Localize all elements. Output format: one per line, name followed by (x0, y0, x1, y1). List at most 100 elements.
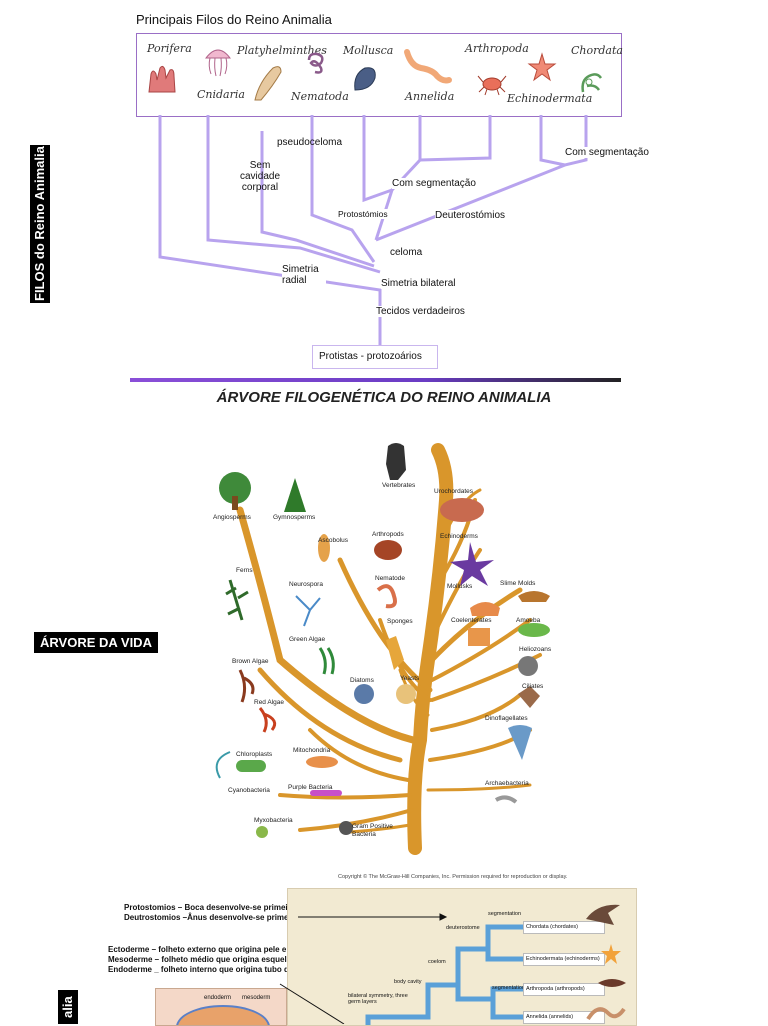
tree-label-arthropods: Arthropods (372, 531, 404, 538)
myxobacteria-icon (256, 826, 268, 838)
phylum-mollusca: Mollusca (343, 44, 394, 57)
tree-label-amoeba: Amoeba (516, 617, 541, 624)
clado-label-deuterostome: deuterostome (446, 925, 480, 931)
phyla-illustration-box: Porifera Cnidaria Platyhelminthes Nemato… (136, 33, 623, 117)
tree-label-mitochondria: Mitochondria (293, 747, 331, 754)
ciliate-icon (518, 686, 540, 708)
tree-of-life (215, 443, 550, 855)
chloroplast-icon (236, 760, 266, 772)
sponge-icon (148, 65, 176, 93)
note-folhetos-line1: Ectoderme – folheto externo que origina … (108, 945, 339, 954)
tunicate-icon (581, 73, 603, 93)
node-simetria-radial: Simetria radial (282, 264, 326, 286)
neurospora-icon (295, 595, 321, 627)
tree-label-cyanobacteria: Cyanobacteria (228, 787, 270, 794)
taxon-echinodermata: Echinodermata (echinoderms) (523, 953, 605, 966)
node-simetria-radial-text: Simetria radial (282, 264, 319, 286)
main-heading: ÁRVORE FILOGENÉTICA DO REINO ANIMALIA (216, 389, 552, 406)
embryo-label-mesoderm: mesoderm (242, 995, 271, 1001)
tree-label-green-algae: Green Algae (289, 636, 326, 643)
starfish-icon (527, 52, 557, 82)
embryo-panel: endoderm mesoderm (155, 988, 287, 1026)
node-com-segmentacao-1: Com segmentação (392, 178, 476, 189)
tree-label-diatoms: Diatoms (350, 677, 374, 684)
echinoderm-icon (450, 542, 494, 586)
tree-label-gram-positive-text: Gram Positive Bacteria (352, 823, 393, 838)
tree-label-heliozoans: Heliozoans (519, 646, 552, 653)
cyanobacteria-icon (215, 751, 231, 779)
note-protostomios-line1: Protostomios – Boca desenvolve-se primei… (124, 903, 296, 912)
archaebacteria-icon (494, 795, 518, 804)
note-protostomios-line2: Deutrostomios –Ânus desenvolve-se primei… (124, 913, 299, 922)
tree-label-archaebacteria: Archaebacteria (485, 780, 529, 787)
tree-label-red-algae: Red Algae (254, 699, 284, 706)
tree-label-vertebrates: Vertebrates (382, 482, 416, 489)
tree-label-ciliates: Ciliates (522, 683, 544, 690)
divider (130, 378, 621, 382)
amoeba-icon (518, 623, 550, 637)
node-com-segmentacao-2: Com segmentação (565, 147, 649, 158)
tree-label-nematode: Nematode (375, 575, 405, 582)
phylum-arthropoda: Arthropoda (465, 42, 529, 55)
tree-label-gymnosperms: Gymnosperms (273, 514, 316, 521)
tree-label-angiosperms: Angiosperms (213, 514, 251, 521)
animal-cladogram (365, 924, 523, 1025)
phylum-cnidaria: Cnidaria (197, 88, 245, 101)
phylum-echinodermata: Echinodermata (507, 92, 593, 105)
phylum-annelida: Annelida (405, 90, 455, 103)
angiosperm-tree-icon (219, 472, 251, 504)
tree-label-neurospora: Neurospora (289, 581, 323, 588)
side-label-arvore-da-vida: ÁRVORE DA VIDA (34, 632, 158, 653)
taxon-arthropoda: Arthropoda (arthropods) (523, 983, 605, 996)
node-tecidos: Tecidos verdadeiros (376, 306, 465, 317)
green-algae-icon (318, 647, 335, 675)
mitochondria-icon (306, 756, 338, 768)
tree-label-slime-molds: Slime Molds (500, 580, 536, 587)
tree-label-sponges: Sponges (387, 618, 413, 625)
yeast-icon (396, 684, 416, 704)
node-celoma: celoma (390, 247, 423, 258)
mollusk-icon (470, 602, 500, 616)
node-sem-cavidade: Sem cavidade corporal (230, 160, 290, 193)
clado-label-segmentation-1: segmentation (488, 911, 522, 917)
vertebrate-dog-icon (386, 443, 406, 480)
taxon-chordata: Chordata (chordates) (523, 921, 605, 934)
worm-icon (586, 1007, 626, 1021)
urochordate-icon (440, 498, 484, 522)
tree-label-yeasts: Yeasts (400, 675, 420, 682)
node-deuterostomios: Deuterostómios (435, 210, 506, 221)
taxon-chordata-text: Chordata (chordates) (526, 924, 578, 930)
phylum-platyhelminthes: Platyhelminthes (237, 44, 327, 57)
coelenterate-icon (468, 628, 490, 646)
node-protostomios: Protostómios (338, 209, 388, 219)
section-phyla-title: Principais Filos do Reino Animalia (136, 12, 332, 27)
tree-label-ascobolus: Ascobolus (318, 537, 348, 544)
phylum-chordata: Chordata (571, 44, 623, 57)
node-sem-cavidade-text: Sem cavidade corporal (239, 160, 281, 193)
tree-label-echinoderms: Echinoderms (440, 533, 478, 540)
mussel-icon (354, 67, 376, 91)
nematode-icon (376, 584, 397, 609)
node-protistas-box: Protistas - protozoários (312, 345, 438, 369)
tree-label-gram-positive: Gram Positive Bacteria (352, 823, 400, 839)
node-simetria-bilateral: Simetria bilateral (381, 278, 456, 289)
phylum-nematoda: Nematoda (291, 90, 349, 103)
embryo-label-endoderm: endoderm (204, 995, 232, 1001)
dinoflagellate-icon (508, 725, 532, 760)
tree-label-coelenterates: Coelenterates (451, 617, 492, 624)
clado-label-segmentation-2: segmentation (492, 985, 526, 991)
tree-label-myxobacteria: Myxobacteria (254, 817, 293, 824)
gymnosperm-tree-icon (284, 478, 306, 512)
clado-label-bilateral-text: bilateral symmetry, three germ layers (348, 993, 408, 1005)
tree-label-urochordates: Urochordates (434, 488, 474, 495)
roundworm-icon (307, 52, 324, 74)
tree-label-chloroplasts: Chloroplasts (236, 751, 273, 758)
slime-mold-icon (518, 591, 550, 602)
ascobolus-icon (318, 534, 330, 562)
diatom-icon (354, 684, 374, 704)
taxon-arthropoda-text: Arthropoda (arthropods) (526, 986, 585, 992)
red-algae-icon (258, 707, 277, 733)
node-protistas: Protistas - protozoários (319, 351, 422, 362)
lobster-icon (598, 979, 626, 987)
